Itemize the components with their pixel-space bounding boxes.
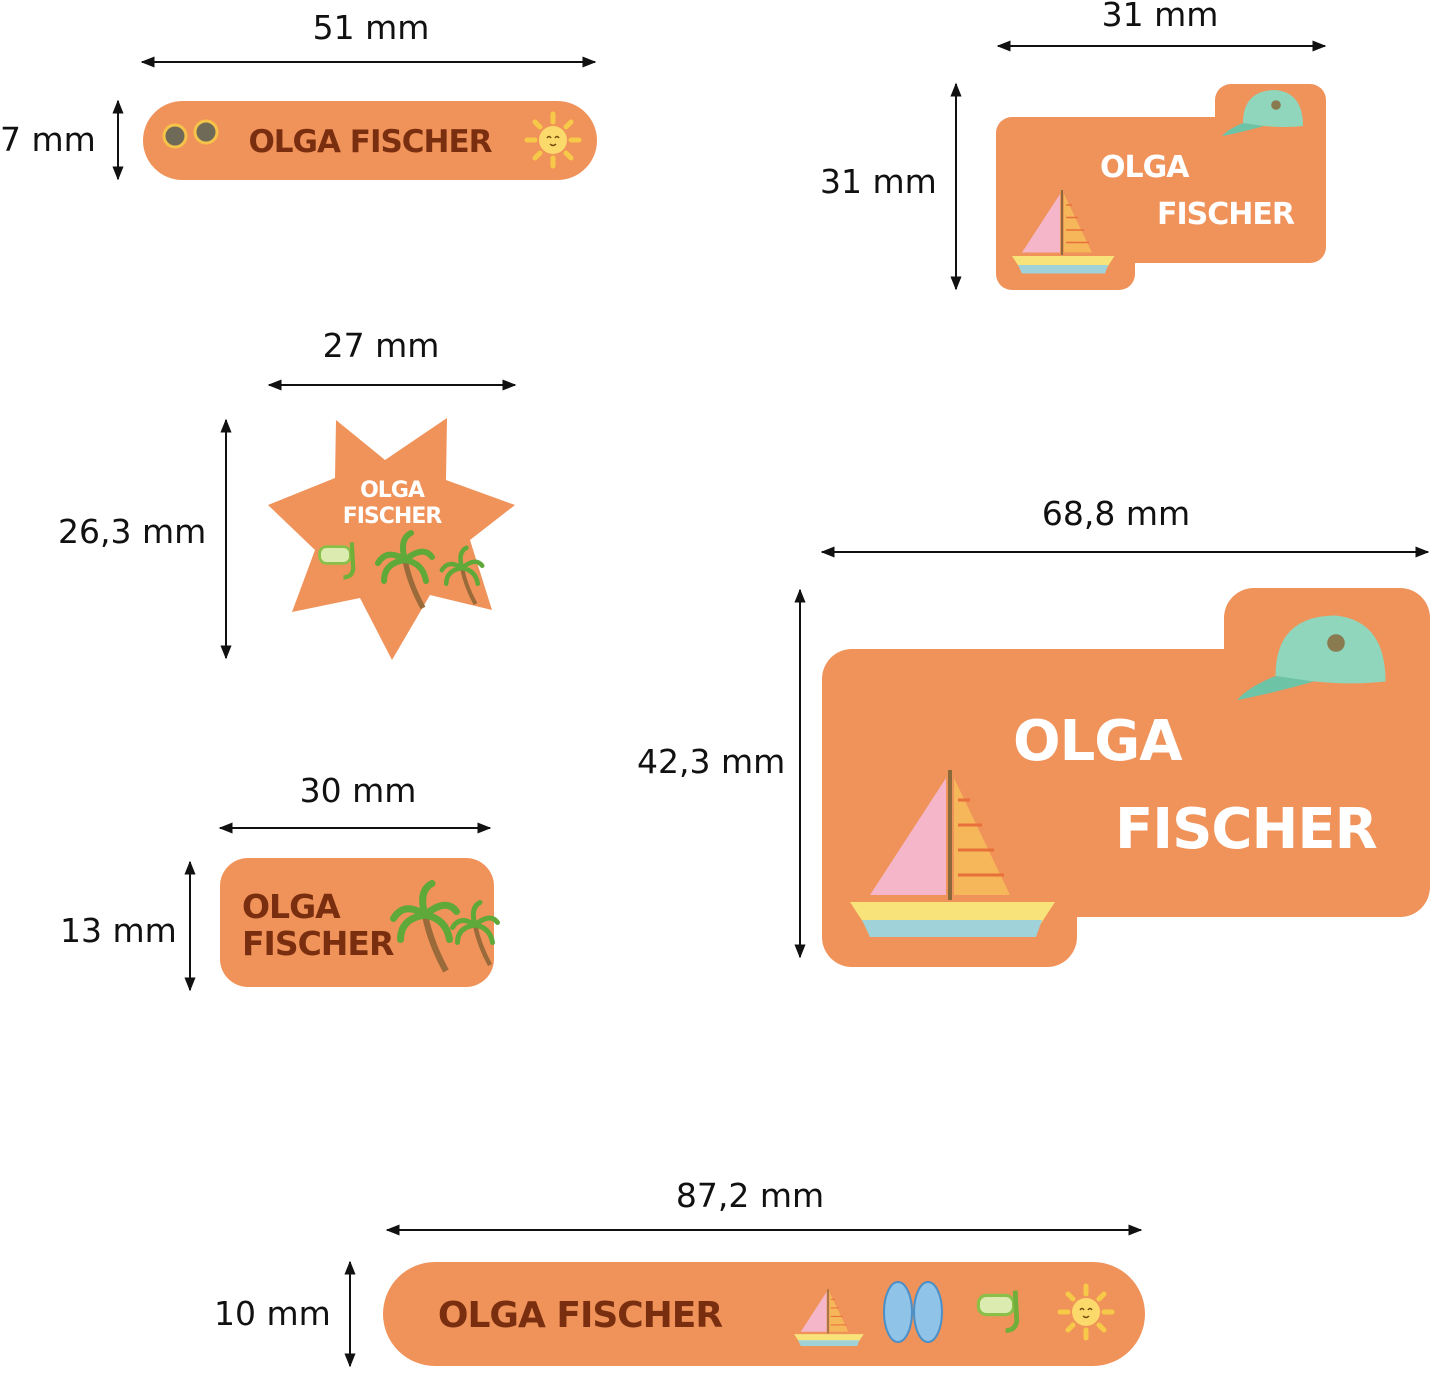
- flip-flops-icon: [883, 1281, 943, 1343]
- label-body: [268, 418, 515, 660]
- label-name-line1: OLGA: [1100, 150, 1190, 185]
- label-body: [143, 101, 597, 180]
- width-label: 87,2 mm: [676, 1176, 824, 1215]
- label-name-line1: OLGA: [360, 478, 425, 503]
- label-68x42: 68,8 mm 42,3 mm OLGA FISCHER: [637, 494, 1430, 967]
- height-label: 7 mm: [0, 120, 96, 159]
- height-label: 42,3 mm: [637, 742, 785, 781]
- height-label: 26,3 mm: [58, 512, 206, 551]
- width-label: 30 mm: [300, 771, 417, 810]
- label-name-line2: FISCHER: [242, 924, 394, 963]
- label-name-line1: OLGA: [1013, 709, 1183, 774]
- sun-icon: [1060, 1286, 1112, 1338]
- label-star-27x26: 27 mm 26,3 mm OLGA FISCHER: [58, 326, 517, 660]
- width-label: 51 mm: [313, 8, 430, 47]
- sunglasses-icon: [162, 119, 219, 149]
- label-30x13: 30 mm 13 mm OLGA FISCHER: [60, 771, 498, 992]
- label-name-line2: FISCHER: [1115, 797, 1377, 862]
- label-31x31: 31 mm 31 mm OLGA FISCHER: [820, 0, 1327, 291]
- label-name-line1: OLGA: [242, 887, 341, 926]
- label-name: OLGA FISCHER: [248, 124, 492, 160]
- label-name-line2: FISCHER: [343, 504, 443, 529]
- height-label: 31 mm: [820, 162, 937, 201]
- label-name-line2: FISCHER: [1157, 197, 1295, 232]
- label-51x7: 51 mm 7 mm OLGA FISCHER: [0, 8, 597, 181]
- height-label: 13 mm: [60, 911, 177, 950]
- label-body: [383, 1262, 1145, 1366]
- height-label: 10 mm: [214, 1294, 331, 1333]
- sun-icon: [527, 114, 579, 166]
- width-label: 27 mm: [323, 326, 440, 365]
- width-label: 31 mm: [1102, 0, 1219, 34]
- width-label: 68,8 mm: [1042, 494, 1190, 533]
- label-87x10: 87,2 mm 10 mm OLGA FISCHER: [214, 1176, 1145, 1368]
- label-name: OLGA FISCHER: [438, 1295, 723, 1336]
